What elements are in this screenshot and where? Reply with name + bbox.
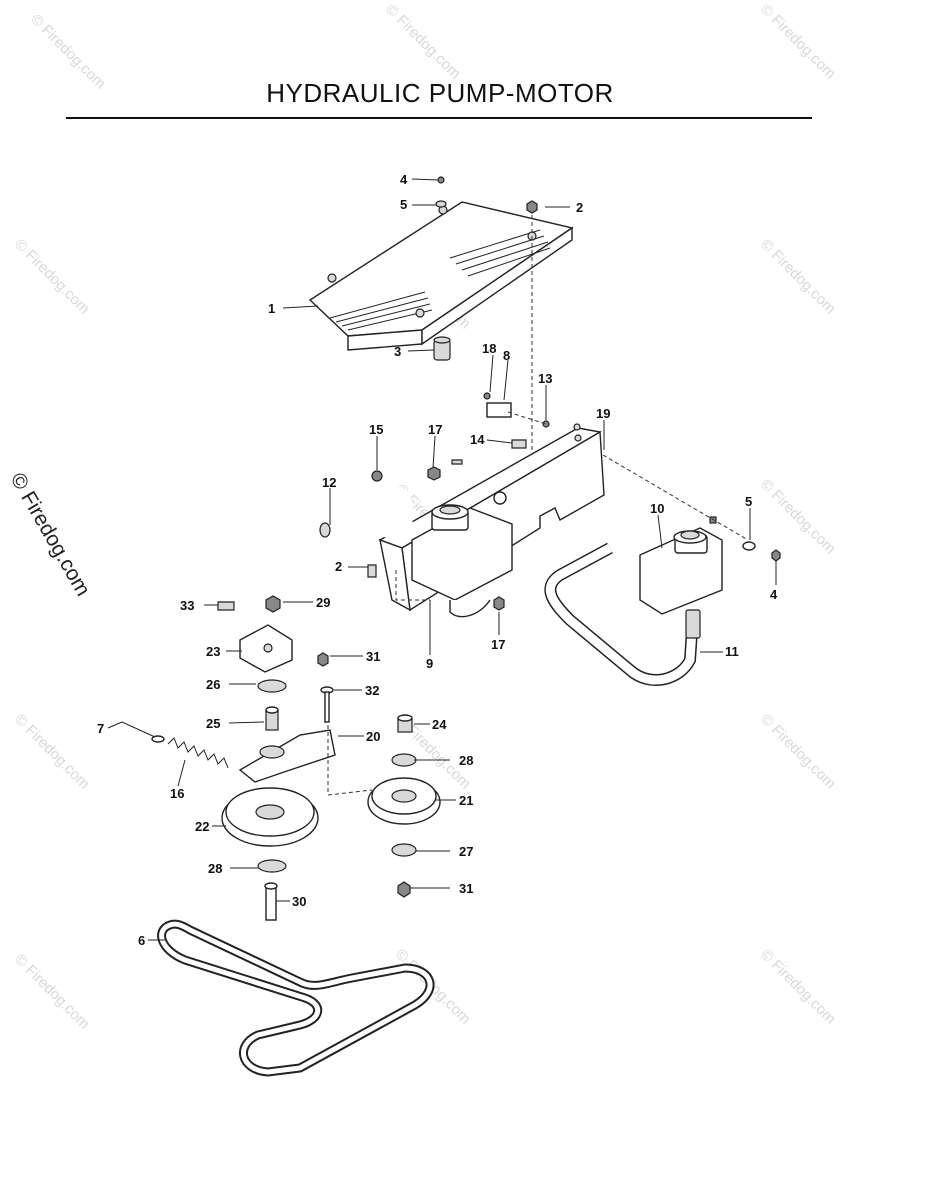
callout-31: 31 [366, 649, 380, 664]
callout-15: 15 [369, 422, 383, 437]
callout-29: 29 [316, 595, 330, 610]
callout-17: 17 [491, 637, 505, 652]
watermark: © Firedog.com [757, 476, 839, 558]
callout-25: 25 [206, 716, 220, 731]
callout-32: 32 [365, 683, 379, 698]
watermark: © Firedog.com [757, 711, 839, 793]
hose-12 [319, 485, 413, 540]
callout-2: 2 [576, 200, 583, 215]
callout-6: 6 [138, 933, 145, 948]
callout-31: 31 [459, 881, 473, 896]
small-parts [367, 392, 550, 611]
pulley-22 [221, 787, 319, 847]
title-rule [66, 117, 812, 119]
callout-18: 18 [482, 341, 496, 356]
bumper [433, 336, 451, 361]
callout-19: 19 [596, 406, 610, 421]
page-title: HYDRAULIC PUMP-MOTOR [266, 78, 614, 108]
top-hardware [435, 176, 538, 214]
callout-5: 5 [745, 494, 752, 509]
callout-1: 1 [268, 301, 275, 316]
callout-28: 28 [208, 861, 222, 876]
cover-plate [308, 201, 574, 351]
spring-rod [121, 721, 229, 769]
callout-10: 10 [650, 501, 664, 516]
callout-4: 4 [400, 172, 408, 187]
callout-3: 3 [394, 344, 401, 359]
right-hardware [742, 541, 781, 562]
drive-belt [157, 919, 435, 1077]
callout-12: 12 [322, 475, 336, 490]
callout-4: 4 [770, 587, 778, 602]
callout-5: 5 [400, 197, 407, 212]
watermark: © Firedog.com [757, 1, 839, 83]
callout-28: 28 [459, 753, 473, 768]
callout-8: 8 [503, 348, 510, 363]
callout-16: 16 [170, 786, 184, 801]
idler-arm [238, 729, 336, 783]
alignment-lines [327, 215, 749, 796]
leader-lines [107, 178, 777, 941]
watermark: © Firedog.com [757, 946, 839, 1028]
callout-22: 22 [195, 819, 209, 834]
watermark: © Firedog.com [382, 1, 464, 83]
hose-11 [544, 542, 701, 686]
callout-21: 21 [459, 793, 473, 808]
callout-24: 24 [432, 717, 447, 732]
callout-33: 33 [180, 598, 194, 613]
callout-11: 11 [725, 644, 739, 659]
callout-27: 27 [459, 844, 473, 859]
callout-30: 30 [292, 894, 306, 909]
pulley-hardware [257, 714, 417, 921]
callout-14: 14 [470, 432, 485, 447]
callout-17: 17 [428, 422, 442, 437]
callout-2: 2 [335, 559, 342, 574]
callout-13: 13 [538, 371, 552, 386]
watermark: © Firedog.com [11, 236, 93, 318]
pulley-21 [367, 777, 441, 825]
callouts: 1 2 2 3 4 4 5 5 6 7 8 9 10 11 12 13 14 1… [97, 172, 778, 948]
callout-26: 26 [206, 677, 220, 692]
watermark: © Firedog.com [11, 951, 93, 1033]
idler-bracket [217, 595, 329, 673]
callout-23: 23 [206, 644, 220, 659]
callout-7: 7 [97, 721, 104, 736]
pump-left [411, 504, 513, 618]
watermark: © Firedog.com [757, 236, 839, 318]
pump-right [639, 516, 723, 615]
watermark: © Firedog.com [27, 11, 109, 93]
callout-20: 20 [366, 729, 380, 744]
spacers [257, 679, 334, 731]
watermark-side: © Firedog.com [6, 469, 95, 600]
callout-9: 9 [426, 656, 433, 671]
watermark: © Firedog.com [11, 711, 93, 793]
